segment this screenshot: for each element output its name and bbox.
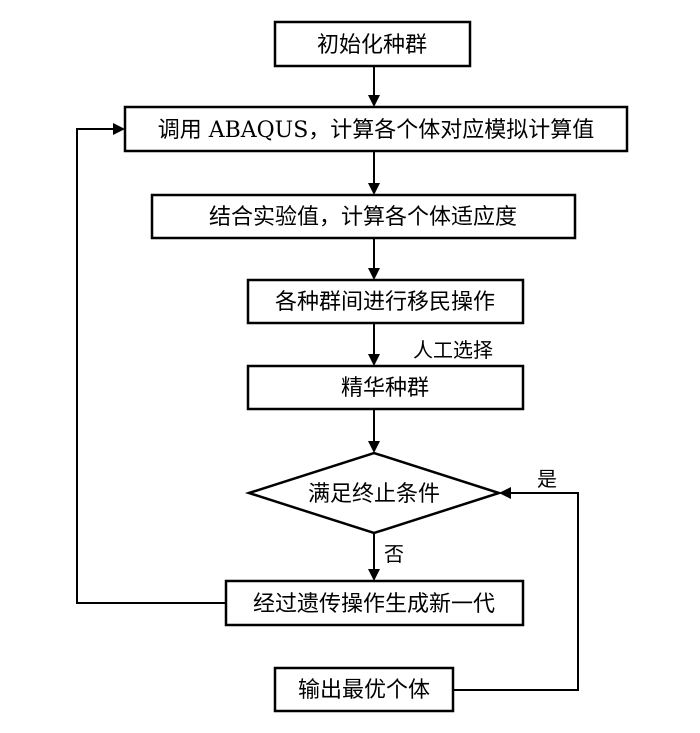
edge-label-no: 否	[384, 542, 404, 566]
node-elite-label: 精华种群	[341, 376, 429, 401]
node-fitness-label: 结合实验值，计算各个体适应度	[209, 205, 517, 230]
node-condition-label: 满足终止条件	[308, 482, 440, 507]
arrow-genetic-loop-to-abaqus	[76, 123, 226, 604]
node-abaqus: 调用 ABAQUS，计算各个体对应模拟计算值	[123, 105, 629, 153]
node-output-label: 输出最优个体	[298, 678, 430, 703]
node-init-label: 初始化种群	[317, 33, 427, 58]
node-condition: 满足终止条件	[244, 451, 504, 535]
edge-label-manual-select: 人工选择	[413, 338, 493, 362]
edge-label-yes: 是	[537, 467, 557, 491]
node-genetic-label: 经过遗传操作生成新一代	[253, 592, 495, 617]
node-genetic: 经过遗传操作生成新一代	[224, 579, 525, 627]
node-fitness: 结合实验值，计算各个体适应度	[150, 193, 577, 240]
node-output: 输出最优个体	[273, 666, 455, 713]
arrow-output-to-condition	[453, 487, 579, 691]
node-migrate: 各种群间进行移民操作	[246, 278, 525, 325]
node-abaqus-label: 调用 ABAQUS，计算各个体对应模拟计算值	[158, 118, 595, 143]
node-init: 初始化种群	[273, 20, 472, 68]
node-migrate-label: 各种群间进行移民操作	[275, 290, 495, 315]
node-elite: 精华种群	[246, 364, 525, 411]
